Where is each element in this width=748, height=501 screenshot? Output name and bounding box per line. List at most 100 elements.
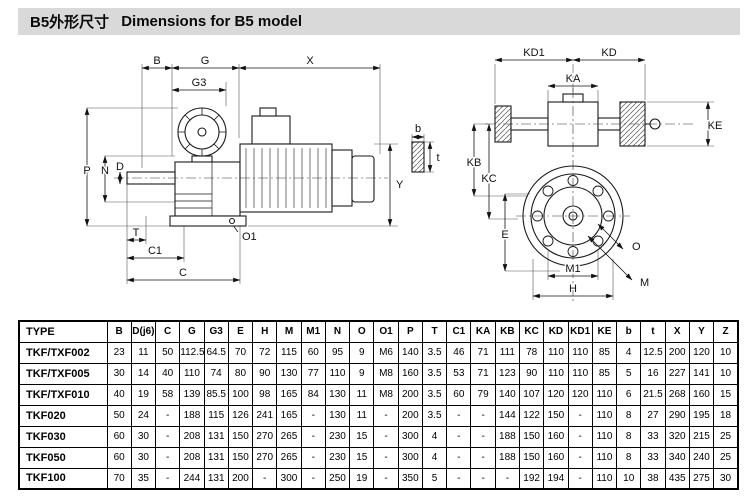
table-cell: -: [300, 425, 326, 448]
table-cell: 74: [203, 362, 229, 385]
dim-label-KB: KB: [467, 157, 482, 169]
table-cell: 126: [227, 404, 254, 427]
table-cell: -: [567, 446, 593, 469]
table-cell: 12.5: [640, 341, 666, 364]
table-cell: 300: [397, 446, 423, 469]
table-cell: 16: [640, 362, 666, 385]
table-cell: 100: [227, 383, 254, 406]
table-cell: -: [300, 446, 326, 469]
dim-label-G3: G3: [192, 77, 207, 89]
mounting-base: [169, 215, 247, 227]
table-cell: 130: [324, 383, 351, 406]
table-cell: 110: [591, 446, 618, 469]
drawing-front-view: KD1 KD KA KE KB KC E O M M1 H: [465, 47, 724, 302]
table-cell: 64.5: [203, 341, 229, 364]
column-header: C1: [446, 320, 472, 343]
table-cell: 240: [688, 446, 715, 469]
table-cell: 160: [543, 446, 569, 469]
column-header: TYPE: [18, 320, 108, 343]
table-cell: 5: [616, 362, 642, 385]
section-title-bar: B5外形尺寸 Dimensions for B5 model: [18, 8, 740, 35]
table-cell: 90: [519, 362, 545, 385]
column-header: X: [664, 320, 690, 343]
table-cell: -: [470, 446, 496, 469]
table-cell: 111: [494, 341, 521, 364]
table-cell: 6: [616, 383, 642, 406]
dim-label-D: D: [116, 161, 124, 173]
input-shaft-assembly: [494, 93, 661, 147]
dim-label-H: H: [569, 283, 577, 295]
table-cell: -: [470, 425, 496, 448]
table-cell: -: [252, 467, 278, 490]
table-cell: 270: [252, 425, 278, 448]
dim-label-G: G: [201, 55, 210, 67]
table-cell: 60: [106, 425, 132, 448]
dim-label-T: T: [133, 227, 140, 239]
table-cell: 98: [252, 383, 278, 406]
table-cell: 14: [130, 362, 157, 385]
table-cell: 150: [519, 446, 545, 469]
table-cell: 3.5: [421, 404, 448, 427]
table-cell: M8: [373, 383, 399, 406]
table-cell: 290: [664, 404, 690, 427]
table-cell: 131: [203, 467, 229, 490]
table-cell: 150: [543, 404, 569, 427]
table-cell: 227: [664, 362, 690, 385]
table-cell: 107: [519, 383, 545, 406]
column-header: O: [349, 320, 375, 343]
dim-label-C: C: [179, 267, 187, 279]
table-cell: 84: [300, 383, 326, 406]
column-header: N: [324, 320, 351, 343]
table-cell: 200: [397, 383, 423, 406]
table-cell: 300: [276, 467, 302, 490]
column-header: P: [397, 320, 423, 343]
extension-lines: [87, 64, 434, 284]
table-cell: 115: [203, 404, 229, 427]
table-cell: 110: [591, 425, 618, 448]
table-cell: 270: [252, 446, 278, 469]
table-cell: 150: [227, 425, 254, 448]
table-cell: 30: [713, 467, 739, 490]
table-cell: 3.5: [421, 362, 448, 385]
table-cell: 18: [713, 404, 739, 427]
table-cell: 110: [567, 362, 593, 385]
table-cell: 215: [688, 425, 715, 448]
column-header: H: [252, 320, 278, 343]
table-cell: 33: [640, 446, 666, 469]
table-cell: 141: [688, 362, 715, 385]
table-cell: 85: [591, 362, 618, 385]
dim-label-KA: KA: [566, 73, 581, 85]
table-cell: M8: [373, 362, 399, 385]
type-cell: TKF/TXF010: [18, 383, 108, 406]
dimension-lines: [84, 65, 433, 283]
table-cell: 11: [349, 383, 375, 406]
table-cell: 15: [713, 383, 739, 406]
table-cell: 23: [106, 341, 132, 364]
table-cell: 24: [130, 404, 157, 427]
table-cell: 10: [713, 341, 739, 364]
table-cell: 8: [616, 425, 642, 448]
dim-label-X: X: [306, 55, 314, 67]
table-cell: -: [373, 446, 399, 469]
table-cell: 60: [446, 383, 472, 406]
column-header: T: [421, 320, 448, 343]
technical-drawings: B G X G3 P N D Y b t T C1 C O1: [72, 44, 736, 316]
table-cell: 250: [324, 467, 351, 490]
table-cell: 77: [300, 362, 326, 385]
type-cell: TKF030: [18, 425, 108, 448]
table-cell: 78: [519, 341, 545, 364]
table-cell: 95: [324, 341, 351, 364]
table-cell: 85: [591, 341, 618, 364]
table-cell: 9: [349, 341, 375, 364]
table-cell: 188: [494, 425, 521, 448]
table-cell: 130: [276, 362, 302, 385]
table-cell: 110: [591, 467, 618, 490]
table-cell: -: [155, 467, 181, 490]
table-cell: 4: [421, 425, 448, 448]
right-dim-labels: KD1 KD KA KE KB KC E O M M1 H: [465, 47, 724, 297]
table-cell: 25: [713, 446, 739, 469]
